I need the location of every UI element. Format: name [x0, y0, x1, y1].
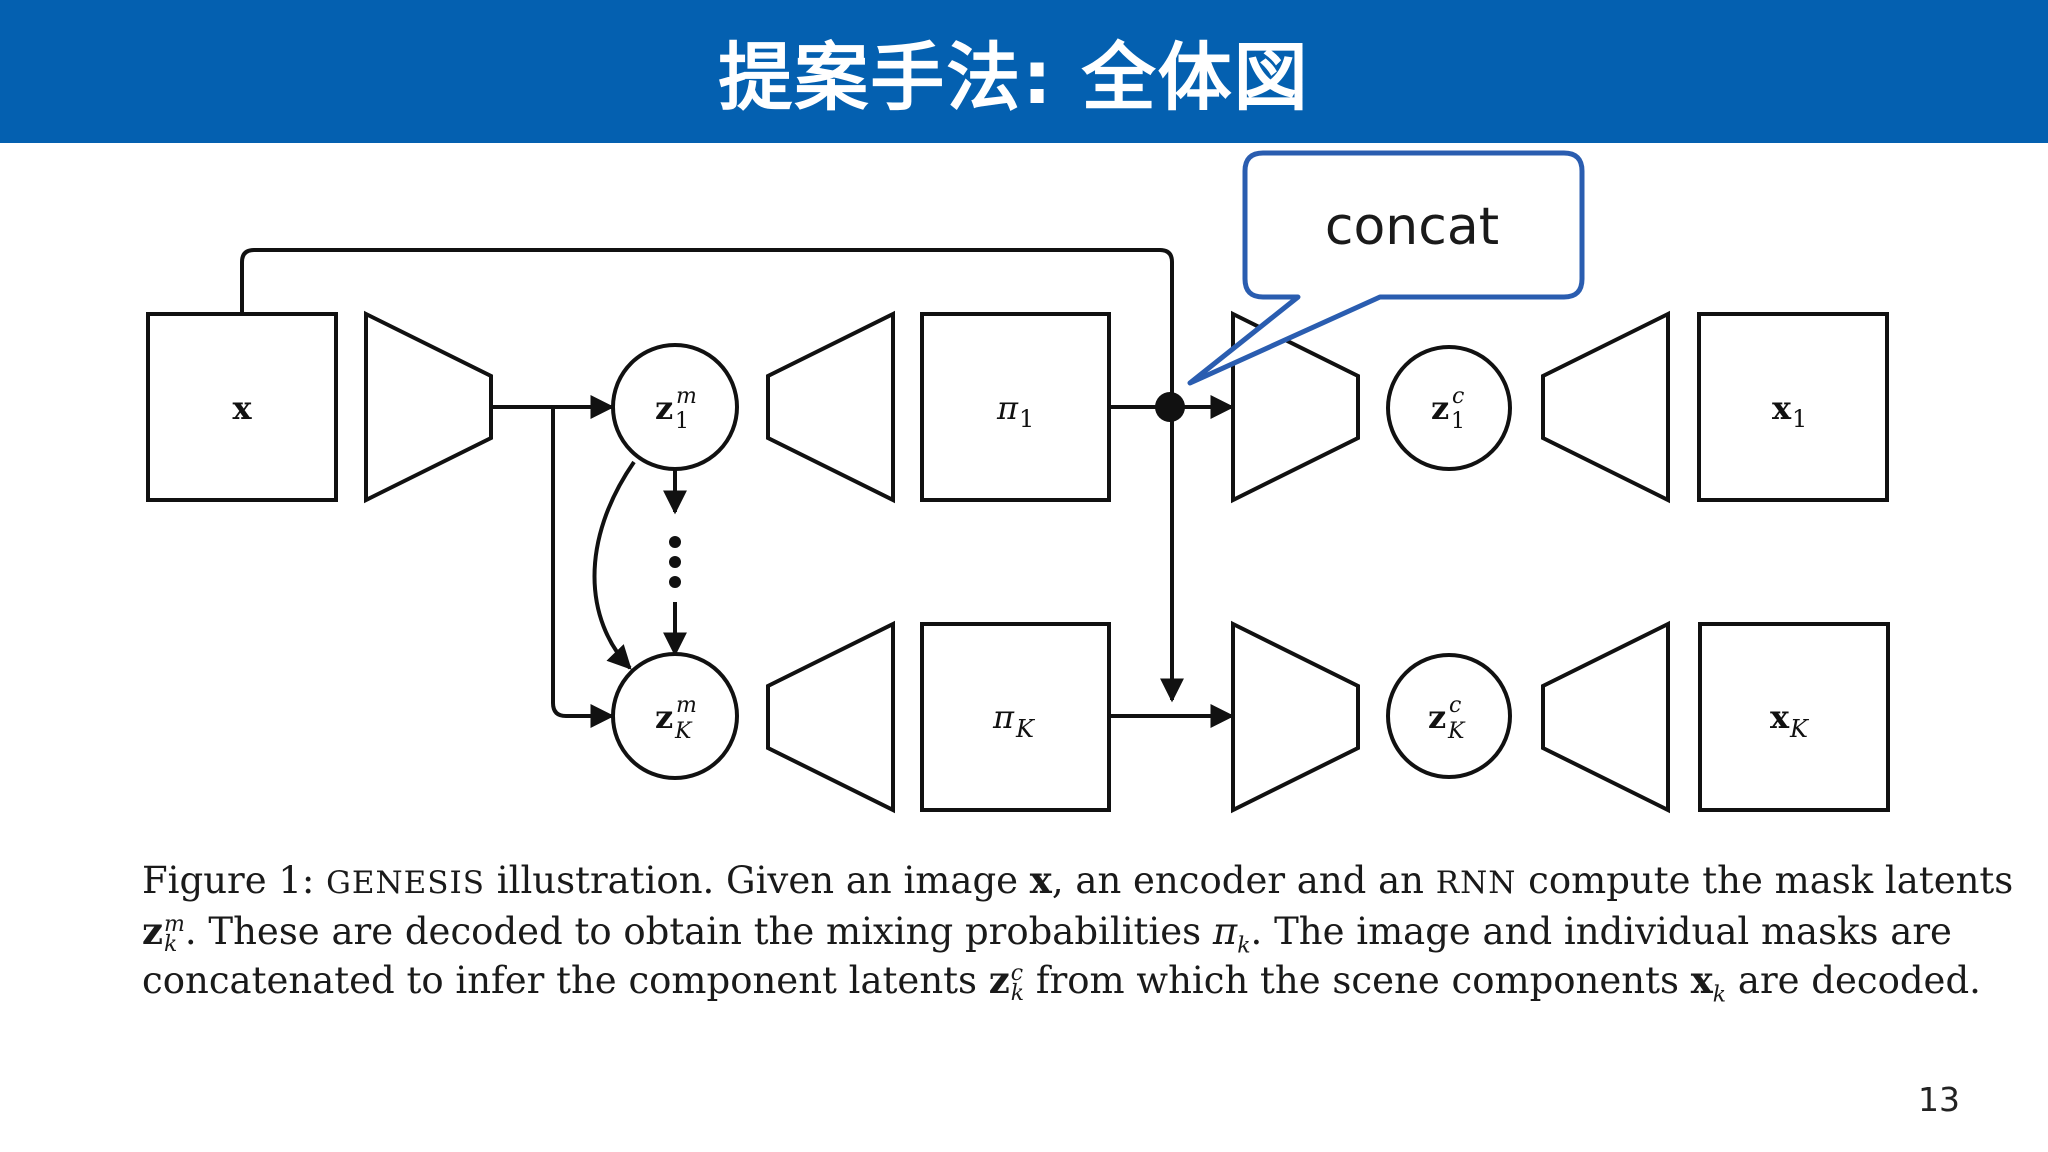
- caption-var-z: z: [142, 909, 164, 953]
- rnn-recurrent-wire: [592, 460, 636, 670]
- svg-text:1: 1: [675, 409, 689, 434]
- zKc-label: z c K: [1428, 693, 1466, 744]
- caption-text: . The image and individual masks are: [1250, 910, 1952, 953]
- concat-callout-bubble: [1187, 150, 1585, 386]
- slide-title: 提案手法: 全体図: [718, 35, 1310, 121]
- caption-text: concatenated to infer the component late…: [142, 959, 989, 1002]
- concat-callout-text: concat: [1325, 197, 1499, 257]
- pi1-box: [920, 312, 1111, 502]
- encoder-to-zKm-wire: [551, 407, 615, 728]
- component-decoder-K-trapezoid: [1541, 620, 1670, 814]
- pi1-label: π 1: [996, 389, 1034, 433]
- svg-text:1: 1: [1792, 405, 1807, 433]
- caption-var-x: x: [1029, 858, 1052, 902]
- mask-decoder-1-trapezoid: [766, 310, 895, 504]
- caption-text: . These are decoded to obtain the mixing…: [184, 910, 1213, 953]
- component-decoder-1-trapezoid: [1541, 310, 1670, 504]
- piK-label: π K: [992, 698, 1036, 743]
- svg-text:1: 1: [1451, 409, 1465, 434]
- svg-text:m: m: [676, 693, 697, 718]
- skip-connection-wire: [240, 248, 1184, 703]
- svg-text:K: K: [1447, 719, 1466, 744]
- caption-genesis: GENESIS: [326, 865, 486, 901]
- ellipsis-dot-2: [669, 556, 681, 568]
- svg-text:K: K: [1789, 715, 1810, 743]
- caption-var-x: x: [1690, 958, 1713, 1002]
- caption-text: compute the mask latents: [1516, 859, 2014, 902]
- caption-text: are decoded.: [1726, 959, 1981, 1002]
- z1c-node: [1386, 345, 1512, 471]
- caption-var-z: z: [988, 958, 1010, 1002]
- ellipsis-dot-3: [669, 576, 681, 588]
- page-number: 13: [1918, 1080, 1960, 1119]
- svg-text:K: K: [1015, 715, 1036, 743]
- piK-box: [920, 622, 1111, 812]
- zKc-node: [1386, 653, 1512, 779]
- zKm-node: [611, 652, 739, 780]
- xK-label: x K: [1770, 698, 1810, 743]
- svg-text:x: x: [1770, 698, 1790, 736]
- xK-box: [1698, 622, 1890, 812]
- caption-line-3: concatenated to infer the component late…: [142, 956, 1981, 1008]
- svg-text:z: z: [1428, 698, 1446, 736]
- caption-text: from which the scene components: [1024, 959, 1691, 1002]
- svg-text:x: x: [1772, 389, 1792, 427]
- svg-text:π: π: [996, 389, 1019, 427]
- svg-text:1: 1: [1019, 405, 1034, 433]
- caption-line-1: Figure 1: GENESIS illustration. Given an…: [142, 856, 2013, 907]
- svg-text:z: z: [655, 698, 673, 736]
- concat-junction-dot: [1155, 392, 1185, 422]
- zKm-label: z m K: [655, 693, 697, 744]
- svg-text:K: K: [674, 719, 693, 744]
- z1c-label: z c 1: [1431, 384, 1465, 434]
- svg-text:m: m: [676, 384, 697, 409]
- component-encoder-K-trapezoid: [1231, 620, 1360, 814]
- caption-text: Figure 1:: [142, 859, 327, 902]
- component-encoder-1-trapezoid: [1231, 310, 1360, 504]
- svg-text:z: z: [1431, 389, 1449, 427]
- z1m-node: [611, 343, 739, 471]
- svg-text:z: z: [655, 389, 673, 427]
- x-label: x: [232, 389, 252, 427]
- title-bar: 提案手法: 全体図: [0, 0, 2048, 143]
- caption-rnn: RNN: [1435, 865, 1517, 901]
- encoder-trapezoid: [364, 310, 493, 504]
- x1-label: x 1: [1772, 389, 1807, 433]
- figure-caption: Figure 1: GENESIS illustration. Given an…: [142, 856, 2013, 1008]
- input-image-box: [146, 312, 338, 502]
- caption-sub-k: k: [1712, 982, 1727, 1008]
- z1m-label: z m 1: [655, 384, 697, 434]
- caption-text: illustration. Given an image: [485, 859, 1030, 902]
- caption-text: , an encoder and an: [1051, 859, 1436, 902]
- x1-box: [1697, 312, 1889, 502]
- mask-decoder-K-trapezoid: [766, 620, 895, 814]
- caption-sub-k: k: [1237, 933, 1251, 959]
- caption-var-pi: π: [1212, 910, 1238, 953]
- svg-text:c: c: [1449, 693, 1461, 718]
- svg-text:c: c: [1452, 384, 1464, 409]
- svg-text:π: π: [992, 698, 1015, 736]
- ellipsis-dot-1: [669, 536, 681, 548]
